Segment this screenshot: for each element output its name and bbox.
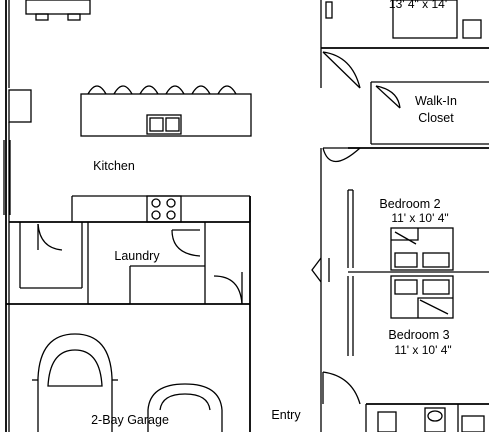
master-door [322,51,361,89]
kitchen-island [80,85,252,137]
laundry-walls [19,222,206,305]
refrigerator [8,89,32,123]
bed-3 [390,275,454,319]
entry-label: Entry [271,408,301,422]
laundry-closet-door [171,229,201,257]
garage-entry-door [213,272,243,305]
laundry-door [37,223,63,251]
car-right [147,383,223,432]
bedroom3-door [322,371,361,405]
kitchen-window [3,140,11,215]
kitchen-label: Kitchen [93,159,135,173]
kitchen-counter [9,195,251,223]
hall-door [322,147,361,163]
garage-label: 2-Bay Garage [91,413,169,427]
bedroom-2 [347,147,489,271]
walk-in-closet [370,81,489,145]
bathroom [365,403,489,432]
walkin-label-1: Walk-In [415,94,457,108]
island-sink [146,114,182,135]
master-dim: 13' 4" x 14' [389,0,447,11]
bedroom3-label: Bedroom 3 [388,328,449,342]
bed-2 [390,227,454,271]
walkin-label-2: Closet [418,111,454,125]
dining-table [25,0,91,21]
west-exterior-wall [5,0,10,432]
car-left [32,333,118,432]
garage-walls [6,196,251,432]
bedroom3-dim: 11' x 10' 4" [394,343,451,357]
bedroom2-label: Bedroom 2 [379,197,440,211]
master-bedroom [321,0,489,49]
bedroom2-dim: 11' x 10' 4" [391,211,448,225]
bedroom-3 [347,275,454,356]
laundry-label: Laundry [114,249,160,263]
hall-window [311,257,330,283]
cooktop [146,195,182,223]
